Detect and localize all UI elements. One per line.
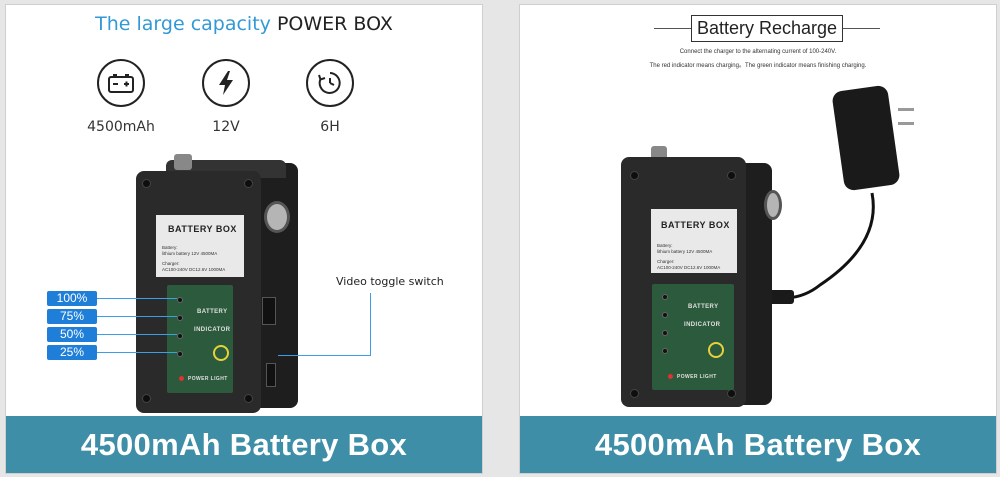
screw — [727, 389, 736, 398]
level-led — [662, 312, 668, 318]
device-front: BATTERY BOX Battery: lithium battery 12V… — [136, 171, 261, 413]
power-box-panel: The large capacity POWER BOX 4500mAh 12V… — [5, 4, 483, 474]
level-tag-50: 50% — [47, 327, 97, 342]
power-light-led — [179, 376, 184, 381]
spec-capacity: 4500mAh — [81, 59, 161, 135]
video-toggle-switch — [262, 297, 276, 325]
level-leader-line — [97, 298, 177, 299]
level-leader-line — [97, 352, 177, 353]
power-light-led — [668, 374, 673, 379]
charge-cycle-icon — [708, 342, 724, 358]
spec-label: BATTERY BOX Battery: lithium battery 12V… — [651, 209, 737, 273]
recharge-panel: Battery Recharge Connect the charger to … — [519, 4, 997, 474]
level-leader-line — [97, 316, 177, 317]
spec-label: BATTERY BOX Battery: lithium battery 12V… — [156, 215, 244, 277]
screw — [142, 179, 151, 188]
indicator-panel: BATTERY INDICATOR POWER LIGHT — [652, 284, 734, 390]
banner: 4500mAh Battery Box — [6, 416, 482, 473]
screw — [630, 389, 639, 398]
level-leader-line — [97, 334, 177, 335]
charge-cycle-icon — [213, 345, 229, 361]
level-led — [177, 297, 183, 303]
callout-line — [370, 293, 371, 355]
level-led — [662, 330, 668, 336]
indicator-panel: BATTERY INDICATOR POWER LIGHT — [167, 285, 233, 393]
charger-cable — [787, 192, 875, 300]
screw — [142, 394, 151, 403]
screw — [244, 394, 253, 403]
title-rule — [654, 28, 691, 29]
level-tag-25: 25% — [47, 345, 97, 360]
spec-voltage: 12V — [186, 59, 266, 135]
charger-prong — [898, 108, 914, 111]
timer-icon — [306, 59, 354, 107]
battery-icon — [97, 59, 145, 107]
level-tag-75: 75% — [47, 309, 97, 324]
dc-plug — [766, 290, 794, 304]
spec-time: 6H — [290, 59, 370, 135]
connector-port — [764, 190, 782, 220]
screw — [727, 171, 736, 180]
instruction-line: Connect the charger to the alternating c… — [679, 49, 837, 55]
screw — [630, 171, 639, 180]
level-led — [662, 294, 668, 300]
lightning-icon — [202, 59, 250, 107]
callout-line — [278, 355, 371, 356]
screw — [244, 179, 253, 188]
hero-title: The large capacity POWER BOX — [95, 13, 393, 35]
banner: 4500mAh Battery Box — [520, 416, 996, 473]
toggle-knob — [651, 146, 667, 160]
connector-port — [264, 201, 290, 233]
callout-label: Video toggle switch — [336, 275, 444, 288]
level-led — [662, 348, 668, 354]
toggle-knob — [174, 154, 192, 170]
dc-port — [266, 363, 276, 387]
level-led — [177, 315, 183, 321]
recharge-title: Battery Recharge — [691, 15, 843, 42]
charger-prong — [898, 122, 914, 125]
instruction-line: The red indicator means charging。The gre… — [649, 63, 867, 69]
device-front: BATTERY BOX Battery: lithium battery 12V… — [621, 157, 746, 407]
level-led — [177, 351, 183, 357]
title-rule — [843, 28, 880, 29]
level-led — [177, 333, 183, 339]
level-tag-100: 100% — [47, 291, 97, 306]
